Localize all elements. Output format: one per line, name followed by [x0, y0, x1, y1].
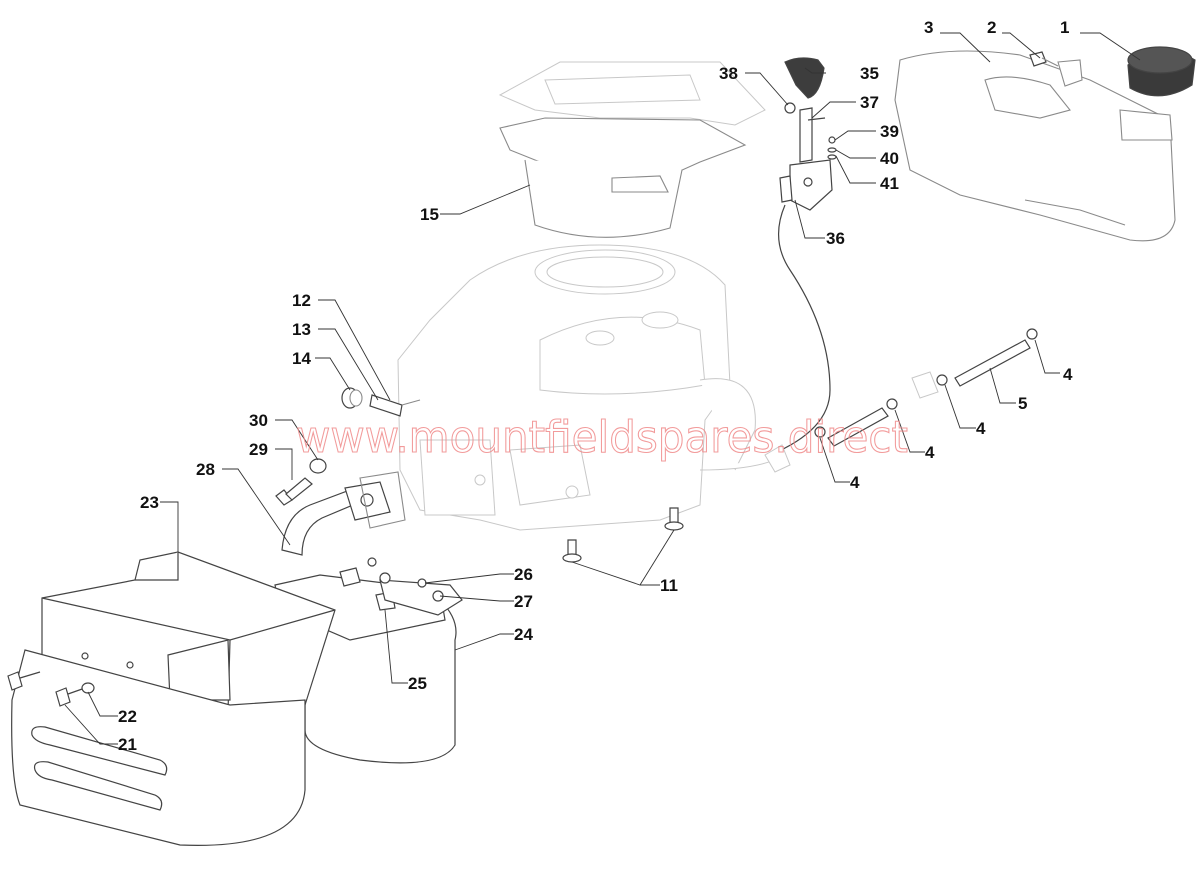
- callout-27: 27: [514, 592, 533, 611]
- engine-bolts: [562, 507, 684, 563]
- callout-labels: 1 2 3 4 4 4 4 5 11 12 13 14 15 21 22 23 …: [118, 18, 1073, 754]
- callout-29: 29: [249, 440, 268, 459]
- engine-block: [397, 244, 786, 531]
- callout-5: 5: [1018, 394, 1027, 413]
- air-filter-cover: [498, 61, 766, 238]
- tank-bolt: [1029, 51, 1083, 87]
- callout-21: 21: [118, 735, 137, 754]
- callout-39: 39: [880, 122, 899, 141]
- callout-40: 40: [880, 149, 899, 168]
- callout-37: 37: [860, 93, 879, 112]
- callout-11: 11: [660, 576, 678, 595]
- fuel-cap: [1127, 46, 1196, 97]
- callout-2: 2: [987, 18, 996, 37]
- callout-30: 30: [249, 411, 268, 430]
- fuel-hoses: [764, 328, 1038, 473]
- exhaust-guard: [11, 649, 306, 846]
- callout-4c: 4: [925, 443, 935, 462]
- callout-28: 28: [196, 460, 215, 479]
- callout-35: 35: [860, 64, 879, 83]
- callout-23: 23: [140, 493, 159, 512]
- callout-3: 3: [924, 18, 933, 37]
- callout-41: 41: [880, 174, 899, 193]
- watermark-text: www.mountfieldspares.direct: [296, 412, 908, 463]
- bolt-and-washer: [275, 458, 327, 506]
- callout-1: 1: [1060, 18, 1069, 37]
- guard-bolts: [7, 671, 95, 707]
- inlet-fittings: [341, 387, 421, 417]
- callout-4b: 4: [976, 419, 986, 438]
- heat-shield: [41, 551, 336, 713]
- callout-26: 26: [514, 565, 533, 584]
- callout-22: 22: [118, 707, 137, 726]
- fuel-tank: [894, 50, 1176, 242]
- callout-38: 38: [719, 64, 738, 83]
- throttle-lever: [779, 57, 837, 211]
- leader-lines: [64, 32, 1141, 745]
- muffler-bracket: [367, 557, 463, 616]
- callout-4a: 4: [1063, 365, 1073, 384]
- callout-25: 25: [408, 674, 427, 693]
- callout-14: 14: [292, 349, 311, 368]
- callout-24: 24: [514, 625, 533, 644]
- callout-4d: 4: [850, 473, 860, 492]
- callout-12: 12: [292, 291, 311, 310]
- callout-36: 36: [826, 229, 845, 248]
- exhaust-pipe: [281, 471, 406, 556]
- callout-13: 13: [292, 320, 311, 339]
- callout-15: 15: [420, 205, 439, 224]
- throttle-cable: [769, 204, 831, 456]
